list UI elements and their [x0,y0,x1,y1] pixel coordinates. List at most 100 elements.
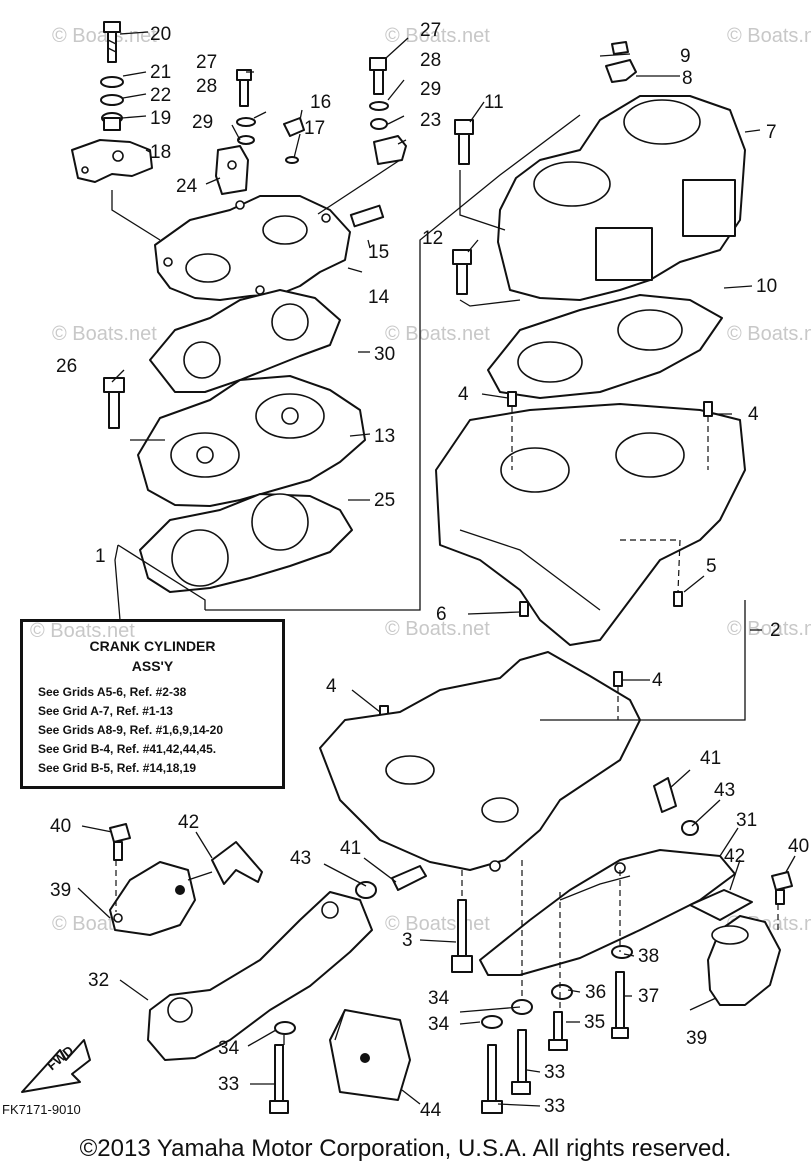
bolt-27-center [369,57,387,95]
washer-29-center [370,118,388,130]
bolt-41-right [653,777,677,813]
bolt-16-17 [283,117,305,164]
callout-41-left: 41 [340,838,361,859]
callout-41-right: 41 [700,748,721,769]
note-line: See Grids A5-6, Ref. #2-38 [38,685,187,699]
callout-33-left: 33 [218,1074,239,1095]
callout-34-c: 34 [218,1038,240,1059]
bolt-33-center [481,1044,503,1114]
callout-42-right: 42 [724,846,745,867]
watermark-text: © Boats.net [385,618,490,640]
callout-17: 17 [304,118,325,139]
callout-1: 1 [95,546,106,567]
callout-12: 12 [422,228,443,249]
callout-42-left: 42 [178,812,199,833]
note-line: See Grid B-5, Ref. #14,18,19 [38,761,197,775]
callout-34-b: 34 [428,1014,450,1035]
note-title-line-1: CRANK CYLINDER [89,638,216,654]
callout-8: 8 [682,68,693,89]
watermark-text: © Boats.net [30,620,135,642]
cylinder-head-13 [137,375,366,507]
callout-43-right: 43 [714,780,735,801]
clamp-23 [373,135,407,165]
callout-40-right: 40 [788,836,809,857]
callout-37: 37 [638,986,659,1007]
callout-20: 20 [150,24,171,45]
mount-bracket-32 [147,891,373,1061]
nut-19 [101,112,123,131]
callout-39-right: 39 [686,1028,707,1049]
watermark-text: © Boats.net [52,25,157,47]
bolt-12 [452,249,472,295]
washer-34 [481,1015,503,1029]
callout-13: 13 [374,426,395,447]
note-reference-list: See Grids A5-6, Ref. #2-38 See Grid A-7,… [38,683,278,778]
washer-29-left [237,135,255,145]
head-gasket-25 [139,493,353,593]
bolt-33-right [511,1029,531,1095]
head-cover-14 [154,195,351,301]
note-line: See Grid A-7, Ref. #1-13 [38,704,173,718]
watermark-text: © Boats.net [52,323,157,345]
note-line: See Grids A8-9, Ref. #1,6,9,14-20 [38,723,223,737]
bracket-18 [71,139,153,183]
callout-32: 32 [88,970,109,991]
callout-leaders [77,31,796,1107]
callout-33-right: 33 [544,1062,565,1083]
washer-43-left [355,881,377,899]
callout-44: 44 [420,1100,442,1121]
callout-3: 3 [402,930,413,951]
callout-2: 2 [770,620,781,641]
screw-9 [611,41,629,55]
watermark-text: © Boats.net [385,25,490,47]
crankcase-upper-2 [435,403,746,646]
copyright-text: ©2013 Yamaha Motor Corporation, U.S.A. A… [79,1135,732,1162]
washer-21 [100,76,124,88]
callout-4-d: 4 [652,670,663,691]
callout-9: 9 [680,46,691,67]
bolt-41-left [391,865,427,891]
shim-42-right [689,889,753,921]
bolt-26 [103,377,125,429]
bolt-20 [103,21,121,63]
callout-numbers: 20 21 22 19 18 27 28 29 24 16 17 27 28 2… [50,20,809,1121]
callout-38: 38 [638,946,659,967]
callout-24: 24 [176,176,198,197]
cylinder-block-7 [497,95,746,301]
callout-6: 6 [436,604,447,625]
washer-38 [611,945,633,959]
callout-4-a: 4 [458,384,469,405]
gasket-30 [149,289,341,393]
callout-11: 11 [484,92,504,113]
washer-28-left [236,117,256,127]
callout-10: 10 [756,276,777,297]
callout-22: 22 [150,85,171,106]
shim-42-left [211,841,263,885]
mount-bracket-31 [479,849,736,976]
reference-note-box [20,619,285,789]
callout-5: 5 [706,556,717,577]
callout-23: 23 [420,110,441,131]
engine-mount-39-right [707,915,781,1006]
callout-36: 36 [585,982,606,1003]
callout-4-c: 4 [326,676,337,697]
callout-18: 18 [150,142,171,163]
clip-8 [605,59,637,83]
callout-33-center: 33 [544,1096,565,1117]
callout-43-left: 43 [290,848,311,869]
callout-40-left: 40 [50,816,71,837]
bolt-40-right [771,871,793,905]
base-gasket-10 [487,294,723,399]
rubber-block-44 [329,1009,411,1101]
washer-34 [274,1021,296,1035]
watermark-text: © Boats.net [385,323,490,345]
bolt-37 [611,971,629,1039]
callout-29-left: 29 [192,112,213,133]
dowel-pins [379,391,713,721]
figure-code: FK7171-9010 [2,1102,81,1117]
crankcase-lower [319,651,641,872]
watermark-text: © Boats.net [727,323,811,345]
callout-15: 15 [368,242,389,263]
callout-31: 31 [736,810,757,831]
